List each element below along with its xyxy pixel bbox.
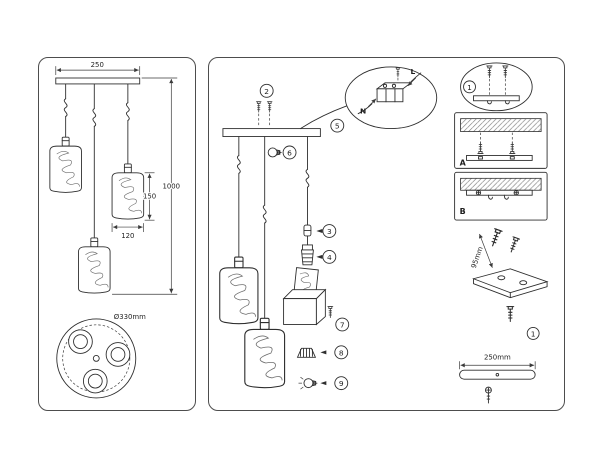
part-callout-1: 1	[526, 327, 540, 340]
dimension-top-width: 250	[55, 60, 141, 76]
dim-label-top-width: 250	[91, 61, 104, 69]
screw-icon	[507, 236, 521, 254]
live-arrow	[407, 77, 417, 87]
arrow-left-icon	[316, 254, 323, 259]
ceiling-plate-detail: 250mm	[459, 352, 536, 404]
neutral-wire	[357, 103, 373, 115]
supply-wire	[300, 105, 348, 130]
cord-kink	[92, 108, 97, 127]
section-a: A	[454, 112, 548, 169]
pendant-shade	[244, 317, 286, 389]
svg-text:3: 3	[327, 227, 332, 236]
suspension-cords	[236, 136, 310, 319]
mounting-bar	[466, 154, 533, 161]
dim-label-shade-height: 150	[143, 192, 156, 200]
packaging-box	[282, 267, 327, 326]
dim-label-canopy-diameter: Ø330mm	[114, 313, 146, 321]
cord-kink	[305, 168, 310, 188]
svg-text:5: 5	[335, 122, 340, 131]
cord-kink	[262, 204, 267, 224]
canopy-dashed-circle	[62, 324, 131, 393]
ceiling-hatched	[460, 118, 542, 132]
wiring-detail-bubble: N L	[344, 66, 438, 130]
step-callout-3: 3	[322, 224, 337, 238]
canopy-bottom-view: Ø330mm	[56, 312, 147, 399]
ceiling-bar	[222, 128, 321, 138]
section-a-label: A	[460, 158, 467, 167]
cord-kink	[63, 98, 68, 117]
suspension-cords	[63, 83, 130, 239]
step-callout-8: 8	[334, 345, 349, 360]
screw-icon	[255, 101, 262, 113]
dimensions-panel: 250 150	[38, 57, 196, 411]
plate-screw-icon	[484, 386, 492, 404]
bulb-with-rays-icon	[298, 376, 318, 390]
svg-text:1: 1	[467, 83, 472, 92]
section-b-label: B	[460, 207, 466, 216]
svg-text:2: 2	[264, 87, 269, 96]
step-callout-1: 1	[463, 80, 476, 94]
step-callout-4: 4	[322, 249, 337, 264]
bracket-screws-bubble: 1	[460, 62, 533, 112]
terminal-block	[376, 88, 404, 103]
svg-text:9: 9	[339, 379, 344, 388]
pendant-dimensions-drawing: 250 150	[49, 60, 181, 399]
step-callout-7: 7	[335, 317, 350, 332]
step-callout-9: 9	[334, 376, 349, 391]
screw-icon	[266, 101, 273, 113]
lamp-holder	[300, 244, 314, 266]
svg-text:8: 8	[339, 348, 344, 357]
mounting-bar	[466, 189, 533, 196]
neutral-label: N	[360, 107, 366, 116]
screw-icon	[506, 306, 515, 322]
bracket-plate	[472, 268, 549, 294]
washer-icon	[296, 347, 317, 358]
arrow-left-icon	[320, 350, 327, 355]
step-callout-2: 2	[259, 83, 274, 98]
live-wire	[410, 72, 422, 83]
dim-label-screw-length: 95mm	[470, 245, 485, 269]
dim-label-plate-width: 250mm	[484, 353, 511, 361]
neutral-arrow	[367, 98, 377, 107]
cord-kink	[125, 102, 130, 121]
assembly-drawing: 2 N	[219, 62, 549, 404]
step-callout-6: 6	[282, 145, 297, 160]
screw-icon	[488, 228, 503, 248]
nail-icon	[327, 306, 334, 318]
pendant-shade-middle	[78, 237, 111, 294]
bracket-detail: 95mm 1	[469, 228, 549, 340]
dimension-shade-height: 150	[142, 172, 157, 221]
dimension-shade-width: 120	[111, 223, 145, 241]
cord-kink	[236, 154, 241, 174]
step-callout-5: 5	[330, 118, 345, 133]
arrow-left-icon	[316, 229, 323, 234]
svg-text:1: 1	[531, 330, 536, 339]
svg-text:6: 6	[287, 149, 292, 158]
assembly-panel: 2 N	[208, 57, 565, 411]
pendant-shade-left	[49, 136, 82, 193]
svg-text:7: 7	[340, 321, 345, 330]
ceiling-bar-front	[55, 77, 141, 85]
live-label: L	[410, 67, 415, 76]
arrow-left-icon	[320, 381, 327, 386]
dim-label-total-height: 1000	[163, 183, 181, 191]
pendant-shade	[219, 256, 259, 325]
mounting-bar	[473, 95, 520, 102]
section-b: B	[454, 171, 548, 221]
shade-positions-bottom	[68, 329, 131, 394]
dim-label-shade-width: 120	[121, 232, 134, 240]
ceiling-hatched	[460, 177, 542, 191]
svg-text:4: 4	[327, 253, 332, 262]
bulb-icon	[267, 147, 282, 158]
dimension-total-height: 1000	[112, 77, 181, 295]
pendant-shade-right	[111, 163, 145, 220]
